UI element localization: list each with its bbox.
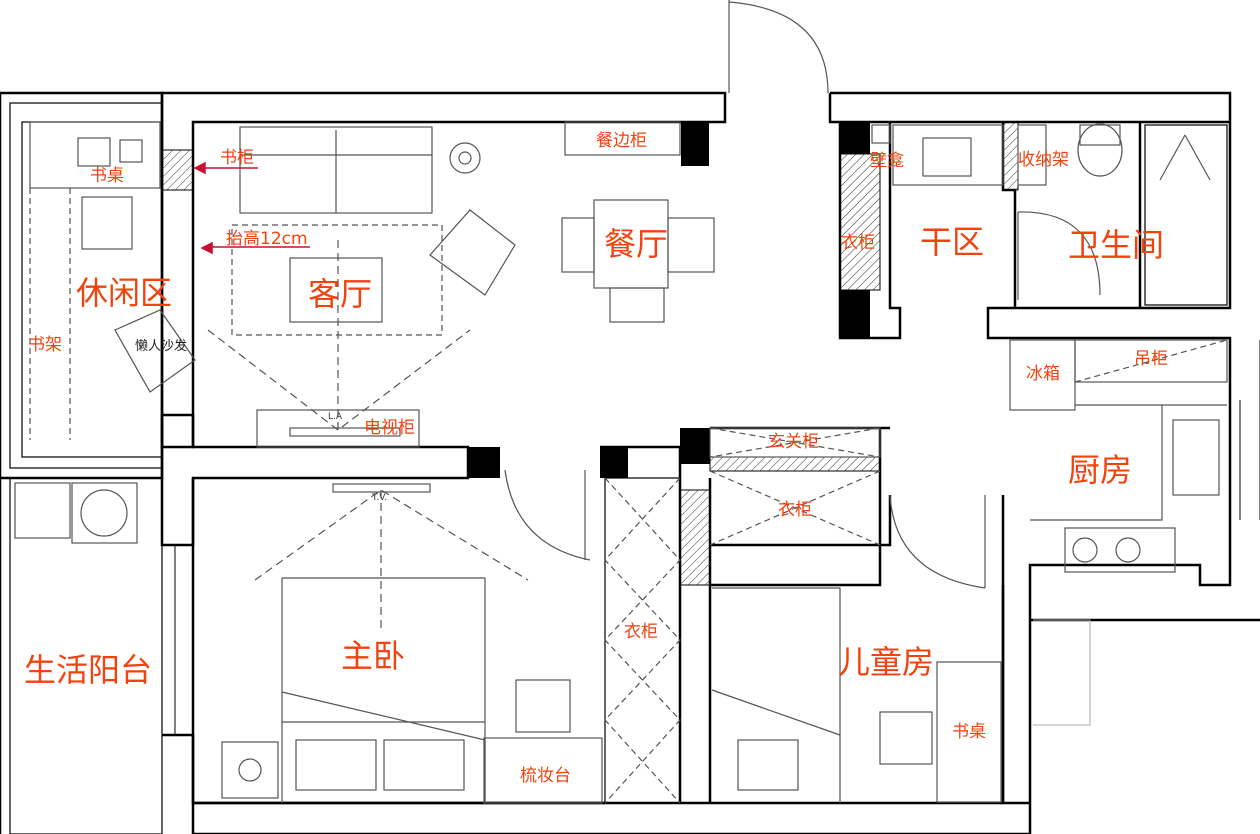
room-dining: 餐厅 xyxy=(604,225,669,263)
room-leisure: 休闲区 xyxy=(76,274,173,312)
columns xyxy=(468,122,870,478)
label-wall-cabinet: 吊柜 xyxy=(1134,349,1168,369)
label-desk-leisure: 书桌 xyxy=(90,166,124,186)
room-balcony: 生活阳台 xyxy=(24,651,153,689)
label-raised-12cm: 抬高12cm xyxy=(226,229,308,249)
label-bookshelf: 书架 xyxy=(28,335,62,355)
room-bathroom: 卫生间 xyxy=(1068,226,1165,264)
label-wardrobe-kids: 衣柜 xyxy=(778,500,812,520)
room-master-bedroom: 主卧 xyxy=(341,637,406,675)
label-tv-mark-master: T.V. xyxy=(372,493,388,503)
label-sideboard: 餐边柜 xyxy=(596,131,647,151)
label-desk-kids: 书桌 xyxy=(952,722,986,742)
room-kids: 儿童房 xyxy=(838,643,935,681)
room-living: 客厅 xyxy=(308,275,373,313)
label-fridge: 冰箱 xyxy=(1026,364,1060,384)
label-wardrobe-master: 衣柜 xyxy=(624,622,658,642)
label-entry-cabinet: 玄关柜 xyxy=(768,432,819,452)
room-dry-area: 干区 xyxy=(920,223,985,261)
label-wardrobe-entry: 衣柜 xyxy=(841,233,875,253)
label-storage-rack: 收纳架 xyxy=(1018,150,1069,170)
label-beanbag: 懒人沙发 xyxy=(135,339,188,354)
label-niche: 壁龛 xyxy=(870,151,904,171)
label-tv-mark-living: L.A xyxy=(328,412,343,422)
room-kitchen: 厨房 xyxy=(1068,451,1133,489)
label-tv-cabinet: 电视柜 xyxy=(364,418,415,438)
label-bookcase: 书柜 xyxy=(220,148,254,168)
furniture xyxy=(14,0,1228,804)
label-dresser: 梳妆台 xyxy=(520,766,571,786)
